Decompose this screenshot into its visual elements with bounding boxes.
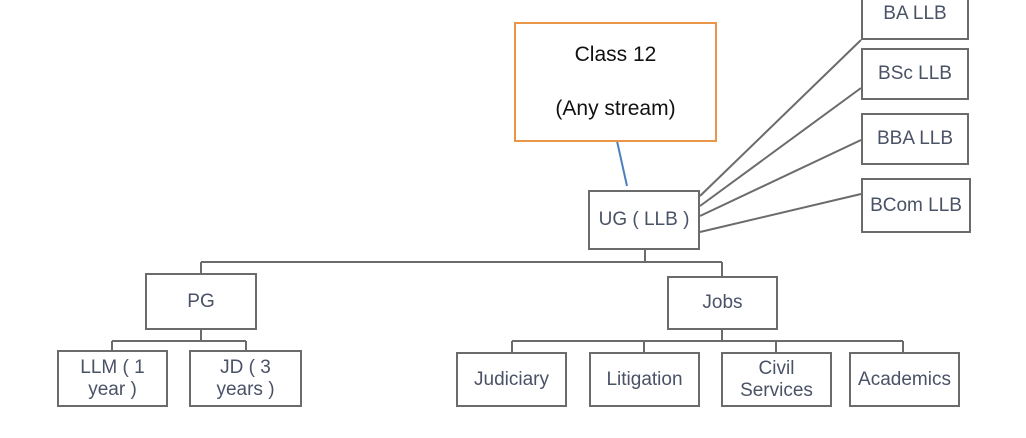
connector-ug-bscllb	[699, 87, 862, 207]
ug-node: UG ( LLB )	[588, 190, 700, 250]
class12-title: Class 12	[574, 43, 657, 66]
bcom-llb-label: BCom LLB	[870, 194, 962, 216]
class12-subtitle: (Any stream)	[555, 97, 676, 120]
connector-ug-bballb	[699, 139, 862, 217]
bcom-llb-node: BCom LLB	[861, 178, 971, 233]
jd-label: JD ( 3 years )	[216, 356, 275, 400]
llm-node: LLM ( 1 year )	[57, 350, 168, 407]
ug-label: UG ( LLB )	[598, 209, 690, 230]
connector-class12-ug	[616, 140, 628, 187]
litigation-node: Litigation	[589, 352, 700, 407]
jobs-label: Jobs	[702, 292, 743, 313]
academics-label: Academics	[858, 368, 951, 390]
bba-llb-node: BBA LLB	[861, 113, 969, 165]
civil-services-node: Civil Services	[721, 352, 832, 407]
connector-ug-ballb	[699, 39, 862, 197]
jd-node: JD ( 3 years )	[189, 350, 302, 407]
judiciary-node: Judiciary	[456, 352, 567, 407]
bsc-llb-node: BSc LLB	[861, 48, 969, 100]
class12-node: Class 12 (Any stream)	[514, 22, 717, 142]
bba-llb-label: BBA LLB	[876, 128, 954, 149]
civil-services-label: Civil Services	[740, 357, 813, 401]
litigation-label: Litigation	[606, 368, 683, 390]
connector-ug-bcomllb	[699, 193, 862, 233]
pg-node: PG	[145, 273, 257, 330]
ba-llb-label: BA LLB	[883, 3, 947, 24]
judiciary-label: Judiciary	[474, 368, 549, 390]
pg-label: PG	[187, 290, 215, 312]
jobs-node: Jobs	[667, 276, 778, 330]
ba-llb-node: BA LLB	[861, 0, 969, 40]
academics-node: Academics	[849, 352, 960, 407]
bsc-llb-label: BSc LLB	[878, 63, 952, 84]
llm-label: LLM ( 1 year )	[80, 356, 145, 400]
